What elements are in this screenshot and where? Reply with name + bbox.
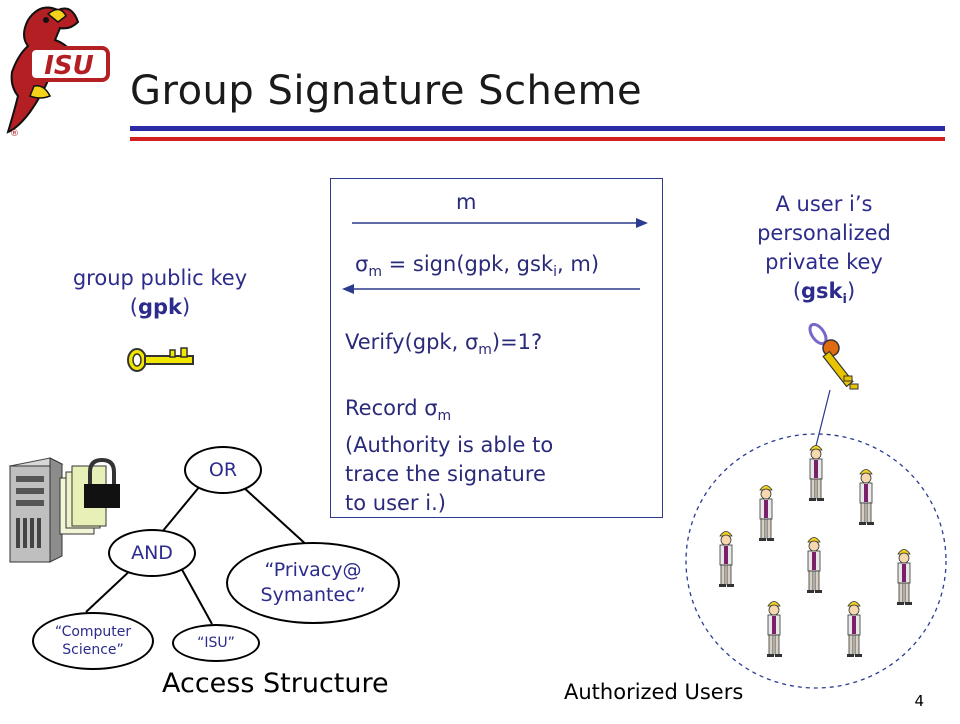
page-title: Group Signature Scheme xyxy=(130,68,643,114)
or-node-label: OR xyxy=(208,459,238,481)
gpk-bold: gpk xyxy=(137,295,183,319)
gpk-label: group public key (gpk) xyxy=(40,264,280,322)
privacy-line1: “Privacy@ xyxy=(264,559,362,581)
privacy-line2: Symantec” xyxy=(260,584,366,606)
isu-leaf-label: “ISU” xyxy=(197,635,235,651)
key-pointer-line xyxy=(812,388,832,462)
authorized-users-caption: Authorized Users xyxy=(564,680,744,704)
authorized-user-icon xyxy=(719,531,734,587)
message-arrow xyxy=(350,215,650,234)
isu-cardinal-logo: ISU ® xyxy=(0,0,115,140)
private-key-icon xyxy=(806,322,866,394)
message-label: m xyxy=(456,190,477,214)
server-icon xyxy=(6,456,66,566)
gpk-open-paren: ( xyxy=(129,295,138,319)
locked-document-icon xyxy=(56,457,120,540)
cs-line2: Science” xyxy=(62,642,124,658)
sign-end: , m) xyxy=(557,252,600,276)
authorized-user-icon xyxy=(847,601,862,657)
page-number: 4 xyxy=(914,692,924,710)
gsk-subscript: i xyxy=(553,264,558,281)
record-sub: m xyxy=(437,408,452,425)
record-pre: Record σ xyxy=(345,396,438,420)
user-key-label: A user i’s personalized private key (gsk… xyxy=(724,190,924,314)
record-text: Record σm (Authority is able to trace th… xyxy=(345,394,553,518)
svg-text:®: ® xyxy=(10,129,19,139)
sign-text: = sign(gpk, gsk xyxy=(381,252,554,276)
authorized-user-icon xyxy=(759,485,774,541)
logo-text: ISU xyxy=(44,51,94,81)
gsk-close: ) xyxy=(846,279,856,303)
authorized-user-icon xyxy=(859,469,874,525)
leaf-isu: “ISU” xyxy=(172,624,260,662)
protocol-box xyxy=(330,178,663,518)
authorized-user-icon xyxy=(809,445,824,501)
leaf-computer-science: “Computer Science” xyxy=(32,612,154,670)
gsk-bold: gsk xyxy=(801,279,843,303)
verify-text: Verify(gpk, σm)=1? xyxy=(345,328,542,365)
title-rule-blue xyxy=(130,126,945,131)
sigma-symbol: σ xyxy=(355,252,369,276)
authorized-user-icon xyxy=(767,601,782,657)
title-rule-red xyxy=(130,137,945,141)
user-key-line2: personalized xyxy=(757,221,891,245)
gpk-close-paren: ) xyxy=(182,295,191,319)
user-key-line3: private key xyxy=(765,250,883,274)
and-node-label: AND xyxy=(131,542,173,564)
gsk-bold-sub: i xyxy=(842,292,847,308)
sigma-subscript: m xyxy=(368,264,382,281)
verify-pre: Verify(gpk, σ xyxy=(345,330,479,354)
verify-sub: m xyxy=(478,342,492,359)
user-key-line1: A user i’s xyxy=(775,192,873,216)
leaf-privacy-symantec: “Privacy@ Symantec” xyxy=(226,542,400,624)
signature-arrow xyxy=(340,281,644,300)
and-node: AND xyxy=(108,529,196,577)
signature-formula: σm = sign(gpk, gski, m) xyxy=(355,250,599,287)
authorized-users-group xyxy=(680,430,950,692)
cs-line1: “Computer xyxy=(54,624,132,640)
note-line-1: (Authority is able to xyxy=(345,433,554,458)
group-public-key-icon xyxy=(126,346,196,374)
authorized-user-icon xyxy=(807,537,822,593)
verify-post: )=1? xyxy=(491,330,543,354)
gsk-open: ( xyxy=(792,279,802,303)
gpk-label-line1: group public key xyxy=(72,266,248,290)
note-line-3: to user i.) xyxy=(345,491,446,516)
authorized-user-icon xyxy=(897,549,912,605)
access-structure-caption: Access Structure xyxy=(162,668,389,699)
note-line-2: trace the signature xyxy=(345,462,546,487)
or-node: OR xyxy=(184,446,262,494)
